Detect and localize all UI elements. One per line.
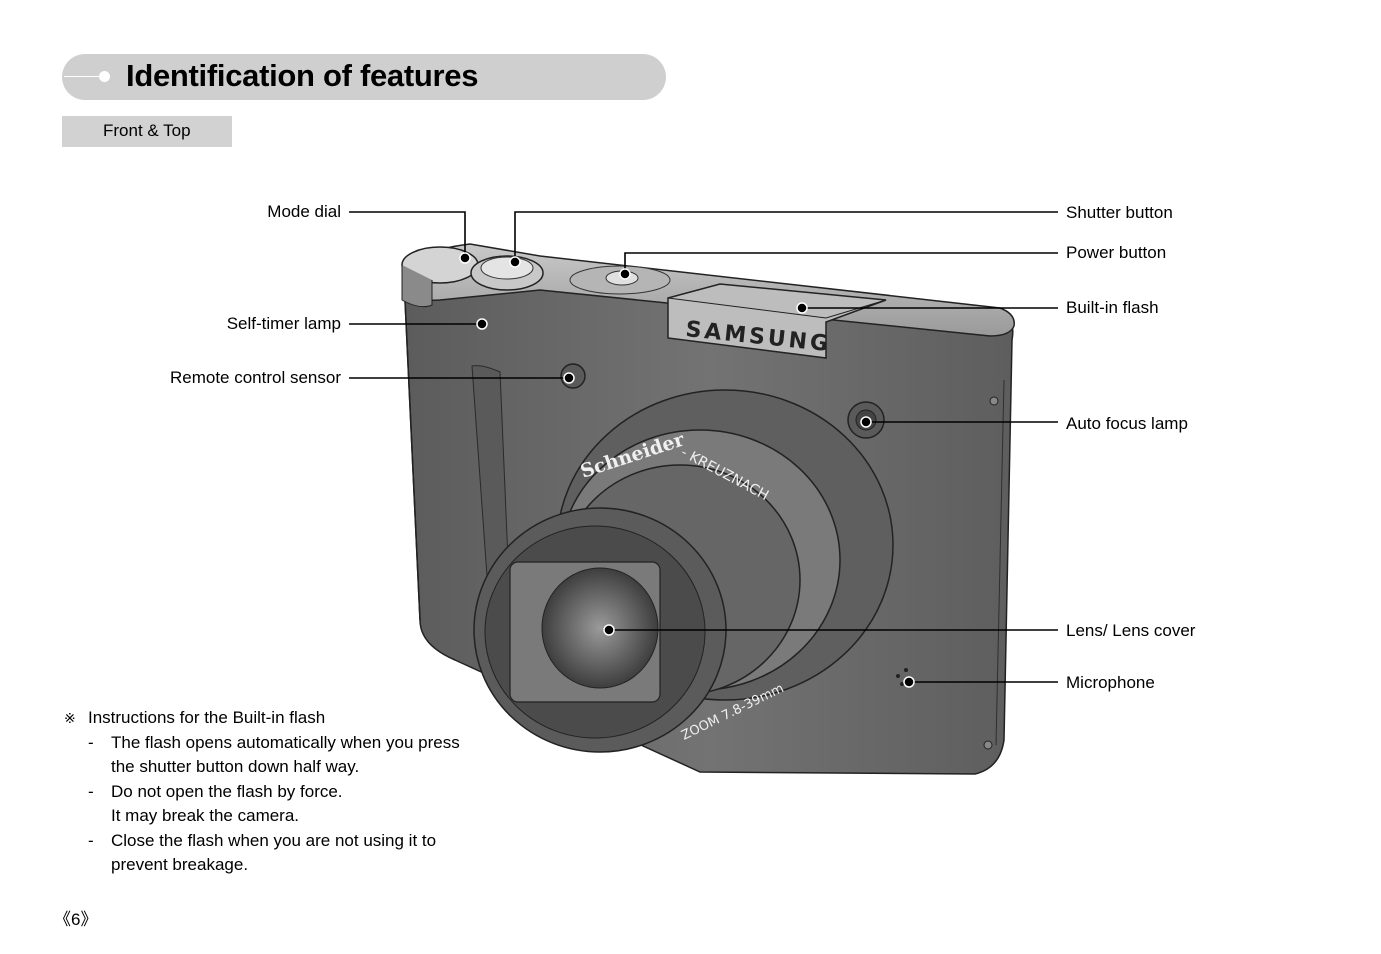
mode-dial-graphic bbox=[401, 246, 479, 308]
instruction-line: prevent breakage. bbox=[111, 855, 249, 874]
leader-shutter bbox=[514, 211, 1058, 262]
page-title: Identification of features bbox=[126, 58, 479, 93]
title-banner bbox=[62, 54, 666, 100]
shutter-button-graphic bbox=[470, 255, 544, 291]
power-button-graphic bbox=[569, 265, 671, 295]
instruction-line: It may break the camera. bbox=[111, 806, 300, 825]
label-auto-focus-lamp: Auto focus lamp bbox=[1066, 414, 1188, 433]
instruction-line: the shutter button down half way. bbox=[111, 757, 360, 776]
title-accent-dot bbox=[99, 71, 110, 82]
leader-lines bbox=[349, 211, 1058, 683]
reference-mark: ※ bbox=[64, 710, 76, 726]
label-self-timer-lamp: Self-timer lamp bbox=[226, 314, 341, 333]
label-power-button: Power button bbox=[1066, 243, 1167, 262]
label-shutter-button: Shutter button bbox=[1066, 203, 1173, 222]
section-label: Front & Top bbox=[103, 121, 191, 140]
instruction-line: Do not open the flash by force. bbox=[111, 781, 343, 801]
bullet-dash: - bbox=[88, 781, 94, 801]
label-lens-cover: Lens/ Lens cover bbox=[1066, 621, 1196, 640]
label-mode-dial: Mode dial bbox=[267, 202, 341, 221]
label-built-in-flash: Built-in flash bbox=[1066, 298, 1159, 317]
lens-barrel: Schneider - KREUZNACH ZOOM 7.8-39mm bbox=[473, 389, 894, 753]
section-tab: Front & Top bbox=[62, 116, 232, 147]
bullet-dash: - bbox=[88, 830, 94, 850]
page-number: 《6》 bbox=[54, 910, 98, 929]
callout-dots bbox=[459, 252, 915, 688]
label-microphone: Microphone bbox=[1066, 673, 1155, 692]
instruction-line: Close the flash when you are not using i… bbox=[111, 830, 437, 850]
leader-mode-dial bbox=[349, 211, 466, 258]
leader-power bbox=[624, 252, 1058, 274]
label-remote-control-sensor: Remote control sensor bbox=[169, 368, 341, 387]
instructions-heading: Instructions for the Built-in flash bbox=[88, 708, 326, 727]
bullet-dash: - bbox=[88, 732, 94, 752]
instruction-line: The flash opens automatically when you p… bbox=[111, 732, 460, 752]
title-accent-line bbox=[64, 76, 102, 77]
